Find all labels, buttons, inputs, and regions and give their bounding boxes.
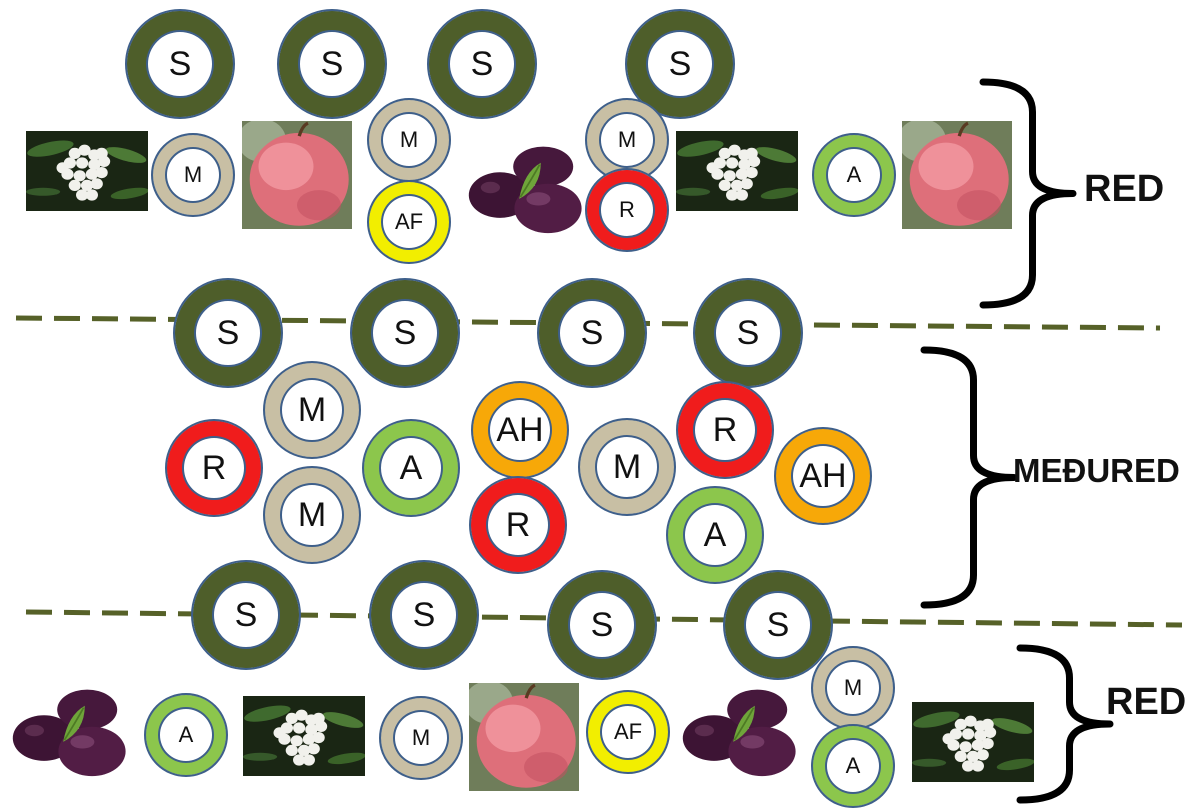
plum-photo [464,140,584,235]
ring-a-middle: A [666,486,764,584]
ring-label: A [178,722,194,747]
ring-label: S [590,606,614,644]
ring-r-middle: R [676,381,774,479]
ring-label: R [201,449,227,487]
ring-label: S [234,596,258,634]
ring-a-bottom: A [144,693,228,777]
ring-label: S [766,606,790,644]
ring-s-top: S [277,9,387,119]
ring-label: R [505,506,531,544]
ring-r-middle: R [469,476,567,574]
acacia-flower-photo [243,696,365,776]
acacia-flower-photo [26,131,148,211]
ring-r-top: R [585,168,669,252]
ring-m-top: M [367,98,451,182]
ring-a-middle: A [362,419,460,517]
ring-label: S [216,314,240,352]
ring-s-middle: S [350,278,460,388]
ring-s-middle: S [191,560,301,670]
ring-s-middle: S [547,570,657,680]
ring-ah-middle: AH [471,381,569,479]
curly-brace [979,78,1077,309]
ring-ah-middle: AH [774,427,872,525]
ring-m-middle: M [263,361,361,459]
plum-photo [8,683,128,778]
ring-label: M [843,675,863,700]
ring-m-middle: M [263,466,361,564]
curly-brace [1016,644,1114,804]
ring-label: S [393,314,417,352]
ring-m-bottom: M [379,696,463,780]
ring-a-top: A [812,133,896,217]
ring-s-top: S [125,9,235,119]
apple-photo [902,121,1012,229]
ring-label: A [703,516,727,554]
apple-photo [242,121,352,229]
ring-s-middle: S [723,570,833,680]
ring-a-bottom: A [811,724,895,808]
row-label-bottom: RED [1106,681,1187,723]
ring-af-bottom: AF [586,690,670,774]
ring-label: A [399,449,423,487]
ring-s-top: S [427,9,537,119]
ring-label: A [845,753,861,778]
ring-label: S [320,45,344,83]
ring-label: M [399,127,419,152]
ring-label: M [617,127,637,152]
ring-label: AF [394,209,424,234]
plum-photo [678,683,798,778]
acacia-flower-photo [676,131,798,211]
ring-s-middle: S [173,278,283,388]
ring-m-top: M [151,133,235,217]
ring-label: M [183,162,203,187]
ring-label: S [668,45,692,83]
ring-label: M [612,448,642,486]
apple-photo [469,683,579,791]
ring-label: S [168,45,192,83]
ring-label: S [470,45,494,83]
ring-label: M [297,391,327,429]
ring-label: R [712,411,738,449]
acacia-flower-photo [912,702,1034,782]
row-label-top: RED [1084,168,1165,210]
ring-r-middle: R [165,419,263,517]
ring-label: S [580,314,604,352]
ring-label: M [297,496,327,534]
ring-label: A [846,162,862,187]
ring-s-middle: S [369,560,479,670]
ring-label: R [619,197,635,222]
ring-label: AH [799,457,847,495]
curly-brace [920,346,1018,609]
ring-label: M [411,725,431,750]
ring-label: AF [613,719,643,744]
ring-m-middle: M [578,418,676,516]
ring-label: S [736,314,760,352]
ring-label: AH [496,411,544,449]
ring-label: S [412,596,436,634]
ring-s-middle: S [537,278,647,388]
ring-af-top: AF [367,180,451,264]
row-label-middle: MEĐURED [1013,452,1180,489]
